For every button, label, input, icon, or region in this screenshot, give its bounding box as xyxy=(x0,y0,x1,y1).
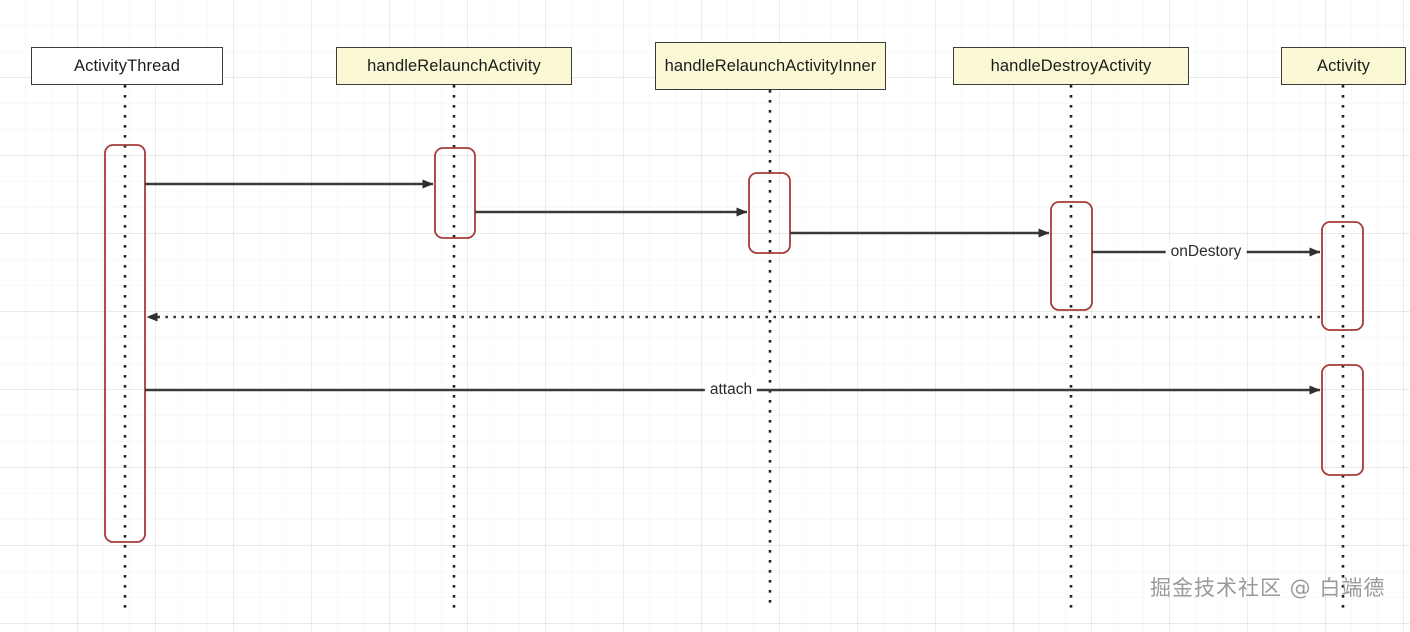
participant-box-handle-destroy-activity[interactable]: handleDestroyActivity xyxy=(953,47,1189,85)
participant-box-activity-thread[interactable]: ActivityThread xyxy=(31,47,223,85)
lifelines-group xyxy=(123,85,1345,610)
watermark-text: 掘金技术社区 @ 白端德 xyxy=(1150,576,1386,600)
activation-handle-relaunch-activity-inner[interactable] xyxy=(748,172,791,254)
participant-box-handle-relaunch-activity-inner[interactable]: handleRelaunchActivityInner xyxy=(655,42,886,90)
activation-activity-1[interactable] xyxy=(1321,221,1364,331)
message-arrows-group xyxy=(145,179,1321,395)
participant-box-activity[interactable]: Activity xyxy=(1281,47,1406,85)
participant-box-handle-relaunch-activity[interactable]: handleRelaunchActivity xyxy=(336,47,572,85)
message-label-msg-4: onDestory xyxy=(1165,243,1247,261)
message-label-msg-6: attach xyxy=(704,381,758,399)
activation-activity-2[interactable] xyxy=(1321,364,1364,476)
activation-handle-relaunch-activity[interactable] xyxy=(434,147,476,239)
activation-handle-destroy-activity[interactable] xyxy=(1050,201,1093,311)
activation-activity-thread[interactable] xyxy=(104,144,146,543)
activation-bars-group xyxy=(104,144,1364,543)
